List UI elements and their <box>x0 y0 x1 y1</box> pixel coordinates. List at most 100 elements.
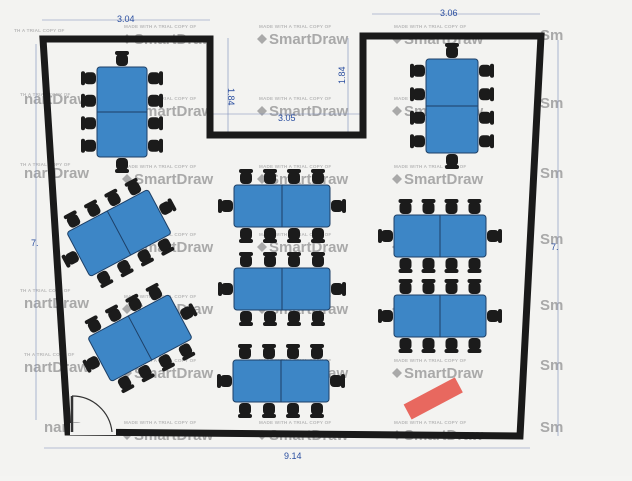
chair[interactable] <box>410 63 425 78</box>
chair[interactable] <box>124 177 143 197</box>
chair[interactable] <box>81 93 96 108</box>
door-swing-arc[interactable] <box>71 395 113 433</box>
chair[interactable] <box>82 354 102 373</box>
chair[interactable] <box>287 252 301 267</box>
chair[interactable] <box>84 315 103 335</box>
chair[interactable] <box>239 311 253 326</box>
red-rectangle-marker[interactable] <box>403 377 463 420</box>
chair[interactable] <box>445 43 459 58</box>
chair[interactable] <box>421 199 436 214</box>
chair[interactable] <box>311 169 325 184</box>
chair[interactable] <box>148 116 163 131</box>
chair[interactable] <box>330 374 345 388</box>
chair[interactable] <box>104 188 123 208</box>
chair[interactable] <box>310 344 324 359</box>
chair[interactable] <box>115 51 129 66</box>
chair[interactable] <box>148 93 163 108</box>
chair[interactable] <box>239 228 253 243</box>
chair[interactable] <box>156 352 175 372</box>
chair[interactable] <box>311 228 325 243</box>
table-7[interactable] <box>410 43 494 169</box>
chair[interactable] <box>95 269 114 289</box>
chair[interactable] <box>115 258 134 278</box>
chair[interactable] <box>148 71 163 86</box>
chair[interactable] <box>287 169 301 184</box>
chair[interactable] <box>217 374 232 388</box>
chair[interactable] <box>311 311 325 326</box>
chair[interactable] <box>136 363 155 383</box>
chair[interactable] <box>410 87 425 102</box>
chair[interactable] <box>63 210 82 230</box>
chair[interactable] <box>286 344 300 359</box>
table-1[interactable] <box>81 51 163 173</box>
chair[interactable] <box>263 311 277 326</box>
chair[interactable] <box>239 169 253 184</box>
chair[interactable] <box>262 403 276 418</box>
chair[interactable] <box>238 403 252 418</box>
chair[interactable] <box>398 338 413 353</box>
chair[interactable] <box>331 282 346 296</box>
chair[interactable] <box>178 303 198 322</box>
chair[interactable] <box>311 252 325 267</box>
chair[interactable] <box>444 258 459 273</box>
chair[interactable] <box>444 338 459 353</box>
chair[interactable] <box>287 228 301 243</box>
chair[interactable] <box>467 279 482 294</box>
chair[interactable] <box>421 338 436 353</box>
chair[interactable] <box>479 110 494 125</box>
chair[interactable] <box>81 71 96 86</box>
table-4[interactable] <box>218 169 346 243</box>
chair[interactable] <box>104 304 123 324</box>
chair[interactable] <box>444 199 459 214</box>
chair[interactable] <box>262 344 276 359</box>
chair[interactable] <box>148 138 163 153</box>
table-3[interactable] <box>66 273 214 404</box>
chair[interactable] <box>421 279 436 294</box>
chair[interactable] <box>238 344 252 359</box>
chair[interactable] <box>410 134 425 149</box>
table-5[interactable] <box>218 252 346 326</box>
chair[interactable] <box>83 199 102 219</box>
chair[interactable] <box>487 309 502 323</box>
chair[interactable] <box>467 338 482 353</box>
chair[interactable] <box>410 110 425 125</box>
chair[interactable] <box>287 311 301 326</box>
chair[interactable] <box>263 228 277 243</box>
chair[interactable] <box>286 403 300 418</box>
chair[interactable] <box>135 247 154 267</box>
chair[interactable] <box>310 403 324 418</box>
chair[interactable] <box>263 169 277 184</box>
chair[interactable] <box>445 154 459 169</box>
chair[interactable] <box>398 199 413 214</box>
chair[interactable] <box>81 138 96 153</box>
chair[interactable] <box>331 199 346 213</box>
table-2[interactable] <box>45 168 193 299</box>
chair[interactable] <box>157 198 177 217</box>
chair[interactable] <box>487 229 502 243</box>
chair[interactable] <box>176 341 196 361</box>
chair[interactable] <box>218 282 233 296</box>
chair[interactable] <box>61 249 81 268</box>
chair[interactable] <box>479 134 494 149</box>
chair[interactable] <box>218 199 233 213</box>
chair[interactable] <box>398 279 413 294</box>
chair[interactable] <box>155 236 175 256</box>
chair[interactable] <box>479 63 494 78</box>
chair[interactable] <box>421 258 436 273</box>
chair[interactable] <box>263 252 277 267</box>
chair[interactable] <box>479 87 494 102</box>
chair[interactable] <box>116 374 135 394</box>
chair[interactable] <box>239 252 253 267</box>
chair[interactable] <box>125 293 144 313</box>
table-8[interactable] <box>378 199 502 273</box>
chair[interactable] <box>81 116 96 131</box>
chair[interactable] <box>145 282 164 302</box>
chair[interactable] <box>467 199 482 214</box>
chair[interactable] <box>115 158 129 173</box>
chair[interactable] <box>444 279 459 294</box>
chair[interactable] <box>378 309 393 323</box>
chair[interactable] <box>398 258 413 273</box>
chair[interactable] <box>467 258 482 273</box>
chair[interactable] <box>378 229 393 243</box>
table-6[interactable] <box>217 344 345 418</box>
